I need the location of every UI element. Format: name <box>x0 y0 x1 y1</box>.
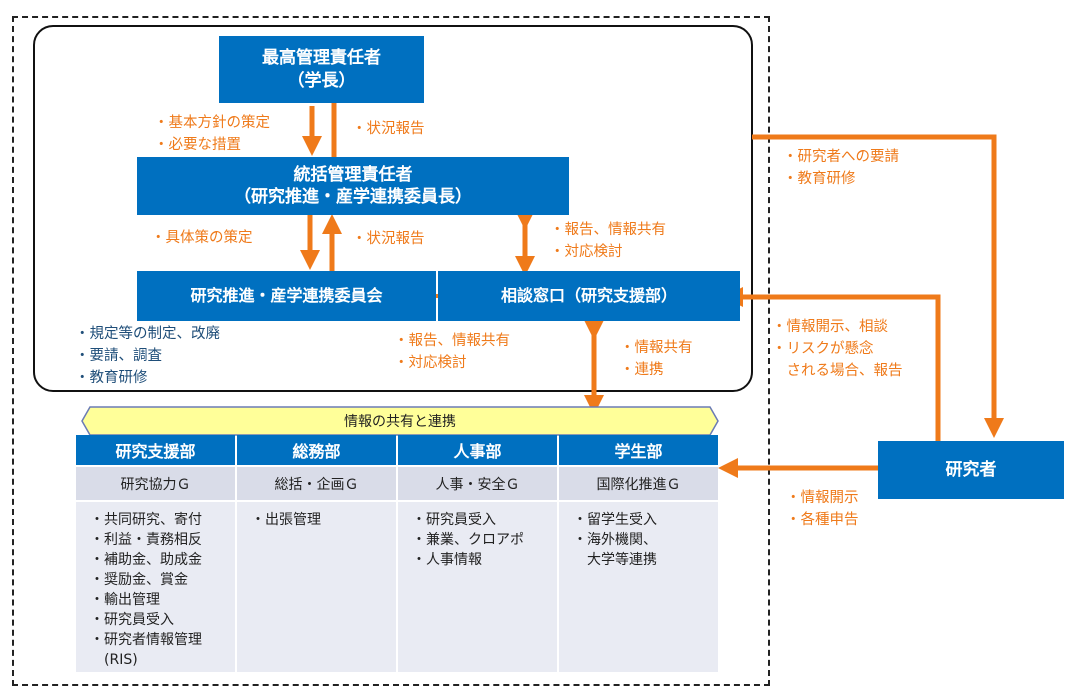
label-line: ・具体策の策定 <box>151 230 253 246</box>
dept-group-research-support: 研究協力Ｇ <box>76 467 235 500</box>
dept-header-research-support: 研究支援部 <box>76 435 235 465</box>
label-line: ・教育研修 <box>783 171 856 187</box>
duty-item: ・兼業、クロアポ <box>412 532 524 548</box>
label-line: ・報告、情報共有 <box>550 222 666 238</box>
label-from-researcher: ・情報開示、相談 ・リスクが懸念 される場合、報告 <box>772 316 903 382</box>
label-line: ・要請、調査 <box>75 348 162 364</box>
label-line: ・研究者への要請 <box>783 149 899 165</box>
duty-item: ・留学生受入 <box>573 512 657 528</box>
label-line: ・リスクが懸念 <box>772 341 874 357</box>
label-line: ・必要な措置 <box>154 137 241 153</box>
governance-frame <box>33 25 753 392</box>
dept-duties-student-affairs: ・留学生受入 ・海外機関、 大学等連携 <box>559 502 718 672</box>
label-policy: ・基本方針の策定 ・必要な措置 <box>154 112 270 156</box>
dept-header-student-affairs: 学生部 <box>559 435 718 465</box>
label-line: ・状況報告 <box>352 231 425 247</box>
label-line: ・対応検討 <box>394 355 467 371</box>
label-top-report: ・状況報告 <box>352 118 425 140</box>
duty-item: ・輸出管理 <box>90 592 160 608</box>
duty-item: (RIS) <box>90 652 138 668</box>
label-line: ・情報共有 <box>620 340 693 356</box>
researcher-box: 研究者 <box>878 441 1064 499</box>
arrow-researcher-to-consult <box>723 287 941 441</box>
duty-item: ・海外機関、 <box>573 532 657 548</box>
general-manager-title: 統括管理責任者 <box>293 164 413 185</box>
general-manager-box: 統括管理責任者 （研究推進・産学連携委員長） <box>137 157 569 215</box>
duty-item: ・利益・責務相反 <box>90 532 202 548</box>
label-committee-dept: ・報告、情報共有 ・対応検討 <box>394 330 510 374</box>
label-line: ・情報開示、相談 <box>772 319 888 335</box>
dept-header-general-affairs: 総務部 <box>237 435 396 465</box>
general-manager-subtitle: （研究推進・産学連携委員長） <box>234 187 472 207</box>
label-line: ・状況報告 <box>352 121 425 137</box>
label-line: ・連携 <box>620 362 664 378</box>
duty-item: ・人事情報 <box>412 552 482 568</box>
label-line: ・報告、情報共有 <box>394 333 510 349</box>
dept-duties-research-support: ・共同研究、寄付 ・利益・責務相反 ・補助金、助成金 ・奨励金、賞金 ・輸出管理… <box>76 502 235 672</box>
label-researcher-dept: ・情報開示 ・各種申告 <box>786 487 859 531</box>
label-line: ・情報開示 <box>786 490 859 506</box>
label-consult-link: ・報告、情報共有 ・対応検討 <box>550 219 666 263</box>
label-line: ・規定等の制定、改廃 <box>75 326 220 342</box>
label-mid-report: ・状況報告 <box>352 228 425 250</box>
duty-item: 大学等連携 <box>573 552 657 568</box>
dept-header-human-resources: 人事部 <box>398 435 557 465</box>
committee-label: 研究推進・産学連携委員会 <box>190 285 383 305</box>
duty-item: ・補助金、助成金 <box>90 552 202 568</box>
label-measures: ・具体策の策定 <box>151 227 253 249</box>
dept-group-general-affairs: 総括・企画Ｇ <box>237 467 396 500</box>
duty-item: ・研究員受入 <box>412 512 496 528</box>
duty-item: ・出張管理 <box>251 512 321 528</box>
duty-item: ・研究者情報管理 <box>90 632 202 648</box>
label-line: ・対応検討 <box>550 244 623 260</box>
duty-item: ・研究員受入 <box>90 612 174 628</box>
label-to-researcher: ・研究者への要請 ・教育研修 <box>783 146 899 190</box>
label-line: ・各種申告 <box>786 512 859 528</box>
banner-label: 情報の共有と連携 <box>344 414 456 430</box>
label-consult-dept: ・情報共有 ・連携 <box>620 337 693 381</box>
chief-manager-subtitle: （学長） <box>287 70 356 91</box>
chief-manager-box: 最高管理責任者 （学長） <box>219 36 424 103</box>
label-line: ・教育研修 <box>75 370 148 386</box>
arrow-general-to-researcher <box>752 134 1004 438</box>
outer-dashed-frame <box>12 16 770 686</box>
duty-item: ・共同研究、寄付 <box>90 512 202 528</box>
dept-duties-general-affairs: ・出張管理 <box>237 502 396 672</box>
label-line: ・基本方針の策定 <box>154 115 270 131</box>
label-line: される場合、報告 <box>772 363 903 379</box>
committee-box: 研究推進・産学連携委員会 <box>137 271 436 321</box>
label-committee-tasks: ・規定等の制定、改廃 ・要請、調査 ・教育研修 <box>75 323 220 389</box>
dept-group-human-resources: 人事・安全Ｇ <box>398 467 557 500</box>
duty-item: ・奨励金、賞金 <box>90 572 188 588</box>
consult-desk-label: 相談窓口（研究支援部） <box>500 285 677 305</box>
chief-manager-title: 最高管理責任者 <box>262 48 381 69</box>
dept-duties-human-resources: ・研究員受入 ・兼業、クロアポ ・人事情報 <box>398 502 557 672</box>
researcher-label: 研究者 <box>945 459 997 480</box>
dept-group-student-affairs: 国際化推進Ｇ <box>559 467 718 500</box>
consult-desk-box: 相談窓口（研究支援部） <box>438 271 740 321</box>
